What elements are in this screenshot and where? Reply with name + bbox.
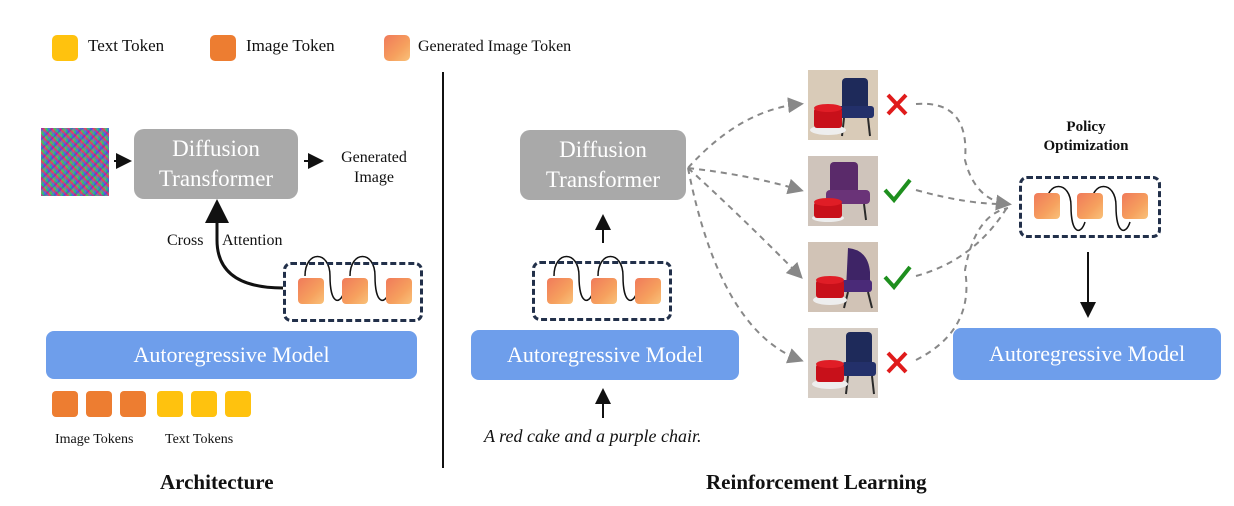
text-tokens-label: Text Tokens (165, 432, 234, 447)
rl-generated-tokens-box (532, 261, 672, 321)
reinforcement-learning-title: Reinforcement Learning (706, 470, 927, 494)
cross-mark-4 (886, 351, 908, 374)
arch-generated-token-3 (386, 278, 412, 304)
policy-optimization-label: Policy Optimization (1043, 119, 1129, 154)
legend-generated-token-swatch (384, 35, 410, 61)
rl-generated-token-1 (547, 278, 573, 304)
legend-generated-token-label: Generated Image Token (418, 38, 572, 55)
rl-autoregressive-model-right-label: Autoregressive Model (988, 341, 1186, 366)
legend-text-token-swatch (52, 35, 78, 61)
legend-image-token-swatch (210, 35, 236, 61)
rl-autoregressive-model-right-box: Autoregressive Model (953, 328, 1221, 380)
rl-generated-token-3 (635, 278, 661, 304)
input-text-token-1 (157, 391, 183, 417)
rl-generated-token-2 (591, 278, 617, 304)
sample-image-4 (808, 328, 878, 398)
arch-diffusion-transformer-box: Diffusion Transformer (134, 129, 298, 199)
rl-autoregressive-model-left-label: Autoregressive Model (506, 342, 704, 367)
rl-diffusion-transformer-label: Diffusion Transformer (545, 137, 661, 192)
text-prompt: A red cake and a purple chair. (484, 426, 702, 446)
legend-image-token-label: Image Token (246, 36, 335, 55)
architecture-title: Architecture (160, 470, 274, 494)
arch-generated-token-2 (342, 278, 368, 304)
arch-autoregressive-model-label: Autoregressive Model (133, 342, 330, 367)
legend-text-token-label: Text Token (88, 36, 165, 55)
check-mark-3 (883, 265, 912, 291)
input-image-token-2 (86, 391, 112, 417)
cross-mark-1 (886, 93, 908, 116)
image-tokens-label: Image Tokens (55, 432, 134, 447)
generated-image-label: Generated Image (341, 149, 407, 186)
policy-token-3 (1122, 193, 1148, 219)
check-mark-2 (883, 178, 912, 204)
policy-token-2 (1077, 193, 1103, 219)
arch-generated-tokens-box (283, 262, 423, 322)
input-text-token-3 (225, 391, 251, 417)
rl-diffusion-transformer-box: Diffusion Transformer (520, 130, 686, 200)
section-divider (442, 72, 444, 468)
cross-label: Cross (167, 232, 204, 249)
attention-label: Attention (222, 232, 283, 249)
arch-diffusion-transformer-label: Diffusion Transformer (158, 136, 274, 191)
arch-autoregressive-model-box: Autoregressive Model (46, 331, 417, 379)
sample-image-1 (808, 70, 878, 140)
rl-autoregressive-model-left-box: Autoregressive Model (471, 330, 739, 380)
input-image-token-1 (52, 391, 78, 417)
arch-generated-token-1 (298, 278, 324, 304)
input-text-token-2 (191, 391, 217, 417)
sample-image-2 (808, 156, 878, 226)
sample-image-3 (808, 242, 878, 312)
noise-image (41, 128, 109, 196)
policy-tokens-box (1019, 176, 1161, 238)
input-image-token-3 (120, 391, 146, 417)
policy-token-1 (1034, 193, 1060, 219)
